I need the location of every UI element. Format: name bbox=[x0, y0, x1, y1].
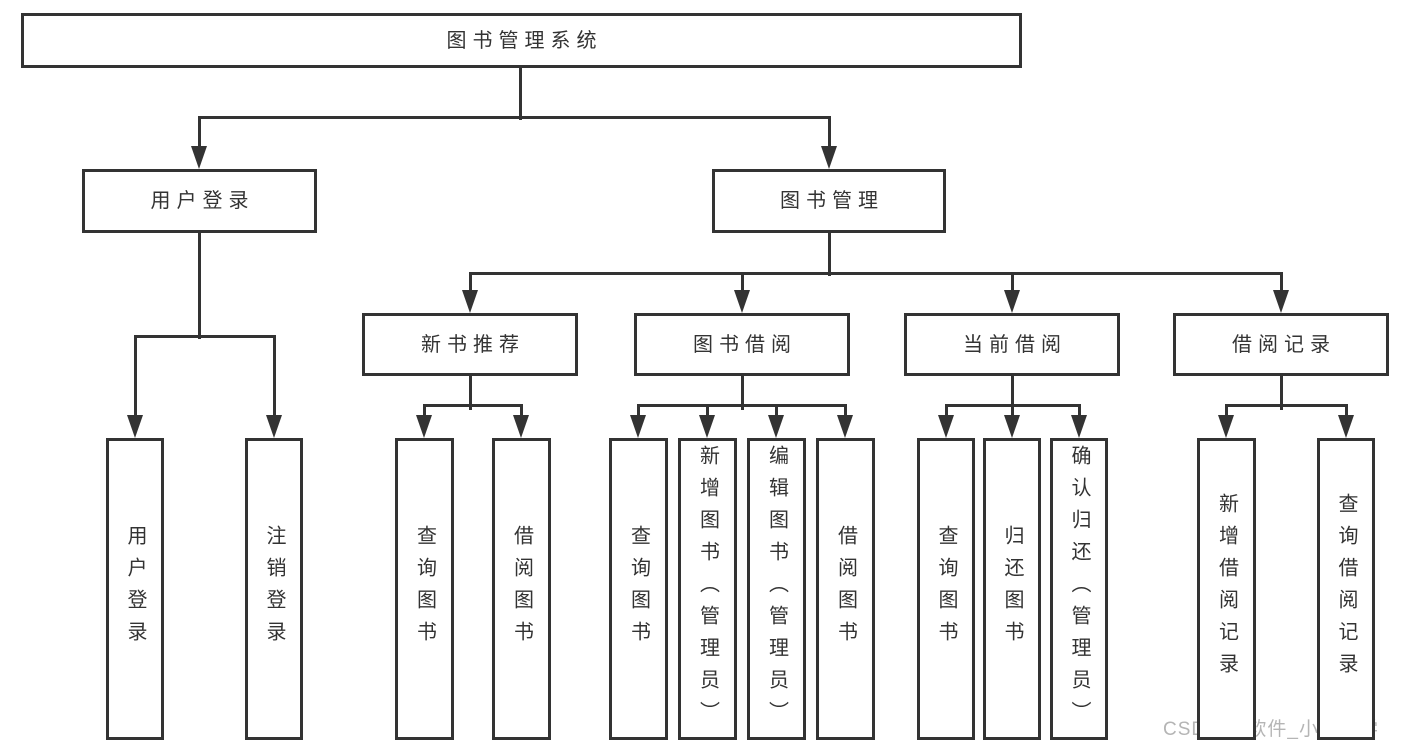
connector-line bbox=[197, 117, 201, 161]
arrow-down-icon bbox=[1004, 290, 1020, 313]
arrow-down-icon bbox=[1218, 415, 1234, 438]
connector-line bbox=[197, 233, 201, 339]
arrow-down-icon bbox=[191, 146, 207, 169]
connector-line bbox=[827, 233, 831, 276]
arrow-down-icon bbox=[127, 415, 143, 438]
node-leaf-bb-borrow: 借阅图书 bbox=[816, 438, 875, 740]
arrow-down-icon bbox=[1071, 415, 1087, 438]
arrow-down-icon bbox=[1004, 415, 1020, 438]
node-leaf-br-add: 新增借阅记录 bbox=[1197, 438, 1256, 740]
connector-line bbox=[1010, 273, 1014, 305]
arrow-down-icon bbox=[630, 415, 646, 438]
connector-line bbox=[133, 336, 137, 430]
node-book-borrow: 图书借阅 bbox=[634, 313, 850, 376]
connector-line bbox=[272, 336, 276, 430]
node-leaf-cb-confirm: 确认归还（管理员） bbox=[1050, 438, 1108, 740]
node-borrow-records: 借阅记录 bbox=[1173, 313, 1389, 376]
node-current-borrow: 当前借阅 bbox=[904, 313, 1120, 376]
arrow-down-icon bbox=[699, 415, 715, 438]
arrow-down-icon bbox=[513, 415, 529, 438]
connector-line bbox=[518, 68, 522, 120]
node-leaf-nb-borrow: 借阅图书 bbox=[492, 438, 551, 740]
connector-line bbox=[1279, 273, 1283, 305]
node-leaf-cb-return: 归还图书 bbox=[983, 438, 1041, 740]
arrow-down-icon bbox=[462, 290, 478, 313]
arrow-down-icon bbox=[734, 290, 750, 313]
arrow-down-icon bbox=[1273, 290, 1289, 313]
connector-line bbox=[740, 376, 744, 410]
arrow-down-icon bbox=[768, 415, 784, 438]
node-user-login: 用户登录 bbox=[82, 169, 317, 233]
node-leaf-bb-add: 新增图书（管理员） bbox=[678, 438, 737, 740]
connector-line bbox=[468, 271, 1283, 275]
arrow-down-icon bbox=[266, 415, 282, 438]
connector-line bbox=[468, 376, 472, 410]
arrow-down-icon bbox=[938, 415, 954, 438]
arrow-down-icon bbox=[416, 415, 432, 438]
node-root: 图书管理系统 bbox=[21, 13, 1022, 68]
node-leaf-nb-query: 查询图书 bbox=[395, 438, 454, 740]
node-leaf-br-query: 查询借阅记录 bbox=[1317, 438, 1375, 740]
connector-line bbox=[740, 273, 744, 305]
connector-line bbox=[827, 117, 831, 161]
node-book-mgmt: 图书管理 bbox=[712, 169, 946, 233]
node-leaf-cb-query: 查询图书 bbox=[917, 438, 975, 740]
connector-line bbox=[197, 115, 831, 119]
connector-line bbox=[422, 403, 523, 407]
connector-line bbox=[1279, 376, 1283, 410]
node-new-book-rec: 新书推荐 bbox=[362, 313, 578, 376]
connector-line bbox=[468, 273, 472, 305]
connector-line bbox=[1224, 403, 1348, 407]
node-leaf-logout: 注销登录 bbox=[245, 438, 303, 740]
node-leaf-bb-edit: 编辑图书（管理员） bbox=[747, 438, 806, 740]
arrow-down-icon bbox=[821, 146, 837, 169]
node-leaf-bb-query: 查询图书 bbox=[609, 438, 668, 740]
arrow-down-icon bbox=[1338, 415, 1354, 438]
arrow-down-icon bbox=[837, 415, 853, 438]
connector-line bbox=[133, 334, 276, 338]
connector-line bbox=[1010, 376, 1014, 410]
connector-line bbox=[636, 403, 847, 407]
node-leaf-user-login: 用户登录 bbox=[106, 438, 164, 740]
